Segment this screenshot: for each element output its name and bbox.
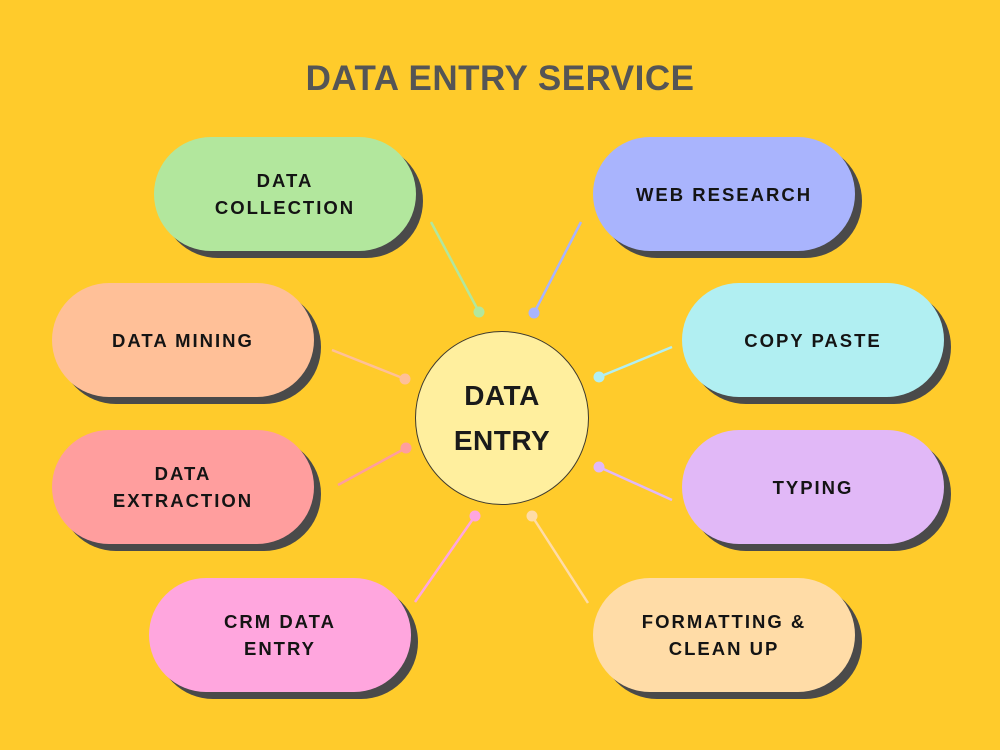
node-formatting-clean-up: FORMATTING & CLEAN UP <box>593 578 855 692</box>
diagram-title: DATA ENTRY SERVICE <box>305 59 695 98</box>
node-label: CRM DATA ENTRY <box>224 611 336 659</box>
connector-data-extraction <box>337 442 412 487</box>
node-label: WEB RESEARCH <box>635 183 813 205</box>
connector-dot <box>526 510 538 522</box>
node-label: FORMATTING & CLEAN UP <box>641 611 807 659</box>
node-label: DATA EXTRACTION <box>112 463 254 511</box>
node-label: COPY PASTE <box>744 329 882 351</box>
node-data-extraction: DATA EXTRACTION <box>52 430 314 544</box>
node-data-mining: DATA MINING <box>52 283 314 397</box>
node-typing: TYPING <box>682 430 944 544</box>
connector-line <box>413 515 477 603</box>
connector-dot <box>399 373 411 385</box>
connector-copy-paste <box>593 345 673 383</box>
node-crm-data-entry: CRM DATA ENTRY <box>149 578 411 692</box>
connector-line <box>532 221 583 314</box>
connector-dot <box>469 510 481 522</box>
center-label: DATA ENTRY <box>453 380 551 456</box>
connector-line <box>598 345 673 379</box>
node-data-collection: DATA COLLECTION <box>154 137 416 251</box>
connector-line <box>337 446 407 487</box>
connector-typing <box>593 461 673 502</box>
connector-dot <box>593 371 605 383</box>
connector-line <box>331 348 406 381</box>
node-copy-paste: COPY PASTE <box>682 283 944 397</box>
connector-web-research <box>528 221 583 319</box>
connector-crm-data-entry <box>413 510 481 603</box>
connector-data-collection <box>429 221 485 318</box>
connector-dot <box>400 442 412 454</box>
node-label: TYPING <box>772 476 854 498</box>
node-label: DATA MINING <box>112 329 254 351</box>
connector-dot <box>528 307 540 319</box>
connector-dot <box>473 306 485 318</box>
center-node: DATA ENTRY <box>415 331 589 505</box>
connector-data-mining <box>331 348 411 385</box>
connector-line <box>530 515 590 604</box>
connector-formatting-clean-up <box>526 510 590 604</box>
node-label: DATA COLLECTION <box>214 170 356 218</box>
connector-line <box>598 465 673 502</box>
connector-dot <box>593 461 605 473</box>
connector-line <box>429 221 481 313</box>
node-web-research: WEB RESEARCH <box>593 137 855 251</box>
